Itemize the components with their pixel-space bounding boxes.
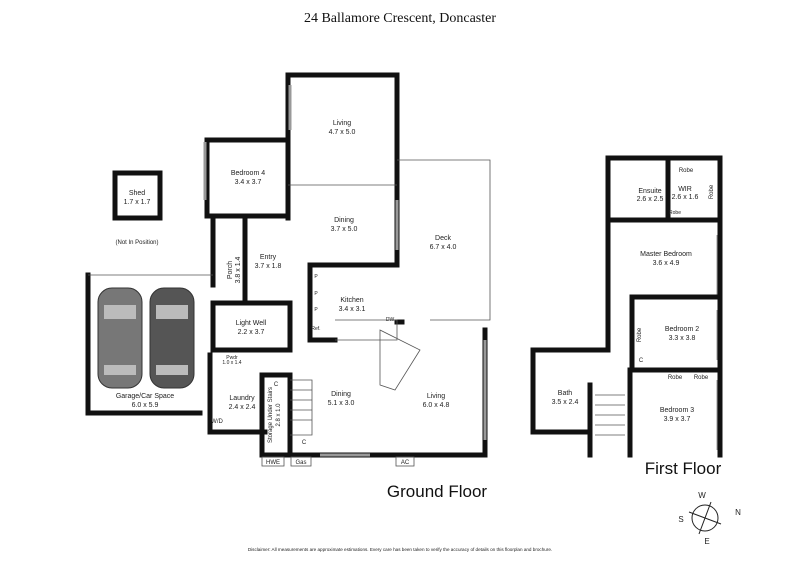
room-wir: WIR — [678, 186, 692, 193]
compass-w: W — [698, 491, 706, 500]
stairs — [595, 394, 625, 436]
disclaimer: Disclaimer: All measurements are approxi… — [248, 547, 552, 552]
dishwasher-label: DW — [386, 317, 395, 323]
room-size: 1.7 x 1.7 — [124, 199, 151, 206]
room-size: 3.6 x 4.9 — [653, 260, 680, 267]
car-icon — [97, 287, 143, 389]
hwe-label: HWE — [266, 460, 280, 466]
robe-label: Robe — [694, 375, 709, 381]
ac-box — [395, 456, 415, 467]
pantry-label: P — [314, 274, 318, 280]
cupboard-label: C — [302, 440, 307, 446]
room-bedroom2: Bedroom 2 — [665, 326, 699, 333]
room-size: 1.0 x 1.4 — [222, 360, 241, 366]
room-size: 3.4 x 3.7 — [235, 179, 262, 186]
room-size: 3.9 x 3.7 — [664, 416, 691, 423]
ground-floor-details — [88, 85, 723, 458]
gas-label: Gas — [295, 460, 306, 466]
hwe-box — [261, 456, 285, 467]
robe-label: Robe — [679, 168, 694, 174]
room-size: 3.7 x 5.0 — [331, 226, 358, 233]
room-shed: Shed — [129, 190, 145, 197]
compass-n: N — [735, 508, 741, 517]
robe-label: Robe — [668, 375, 683, 381]
ac-label: AC — [401, 460, 410, 466]
room-size: 3.8 x 1.4 — [235, 256, 242, 283]
room-deck: Deck — [435, 235, 451, 242]
compass-e: E — [704, 537, 709, 546]
room-size: 2.8 x 1.0 — [276, 403, 282, 427]
room-size: 5.1 x 3.0 — [328, 400, 355, 407]
gas-box — [290, 456, 312, 467]
ground-floor-label: Ground Floor — [387, 482, 487, 501]
car-icon — [149, 287, 195, 389]
room-living-upper: Living — [333, 120, 351, 127]
room-size: 3.4 x 3.1 — [339, 306, 366, 313]
room-living-lower: Living — [427, 393, 445, 400]
washer-dryer-label: W/D — [211, 419, 223, 425]
pantry-label: P — [314, 307, 318, 313]
fridge-label: Ref. — [311, 326, 320, 332]
room-size: 2.4 x 2.4 — [229, 404, 256, 411]
compass-icon — [688, 501, 722, 535]
room-storage: Storage Under Stairs — [268, 387, 274, 443]
room-kitchen: Kitchen — [340, 297, 363, 304]
room-master-bedroom: Master Bedroom — [640, 251, 692, 258]
room-bedroom3: Bedroom 3 — [660, 407, 694, 414]
robe-label: Robe — [637, 327, 643, 342]
pantry-label: P — [314, 291, 318, 297]
room-entry: Entry — [260, 254, 277, 261]
room-size: 6.0 x 4.8 — [423, 402, 450, 409]
room-laundry: Laundry — [229, 395, 255, 402]
room-powder: Pwdr — [226, 355, 238, 361]
room-size: 6.0 x 5.9 — [132, 402, 159, 409]
room-size: 2.6 x 2.5 — [637, 196, 664, 203]
room-size: 3.3 x 3.8 — [669, 335, 696, 342]
first-floor-label: First Floor — [645, 459, 722, 478]
room-dining-lower: Dining — [331, 391, 351, 398]
room-porch: Porch — [227, 261, 234, 279]
room-ensuite: Ensuite — [638, 188, 661, 195]
plan-title: 24 Ballamore Crescent, Doncaster — [304, 11, 496, 26]
room-size: 3.7 x 1.8 — [255, 263, 282, 270]
room-dining-upper: Dining — [334, 217, 354, 224]
shed-note: (Not In Position) — [115, 240, 158, 246]
room-size: 6.7 x 4.0 — [430, 244, 457, 251]
room-size: 2.6 x 1.6 — [672, 194, 699, 201]
room-bedroom4: Bedroom 4 — [231, 170, 265, 177]
room-size: 2.2 x 3.7 — [238, 329, 265, 336]
cupboard-label: C — [639, 358, 644, 364]
compass-s: S — [678, 515, 683, 524]
robe-label: Robe — [709, 184, 715, 199]
cupboard-label: C — [274, 382, 279, 388]
room-size: 4.7 x 5.0 — [329, 129, 356, 136]
room-light-well: Light Well — [236, 320, 267, 327]
room-bath: Bath — [558, 390, 573, 397]
room-size: 3.5 x 2.4 — [552, 399, 579, 406]
room-garage: Garage/Car Space — [116, 393, 174, 400]
robe-label: Robe — [669, 210, 681, 216]
